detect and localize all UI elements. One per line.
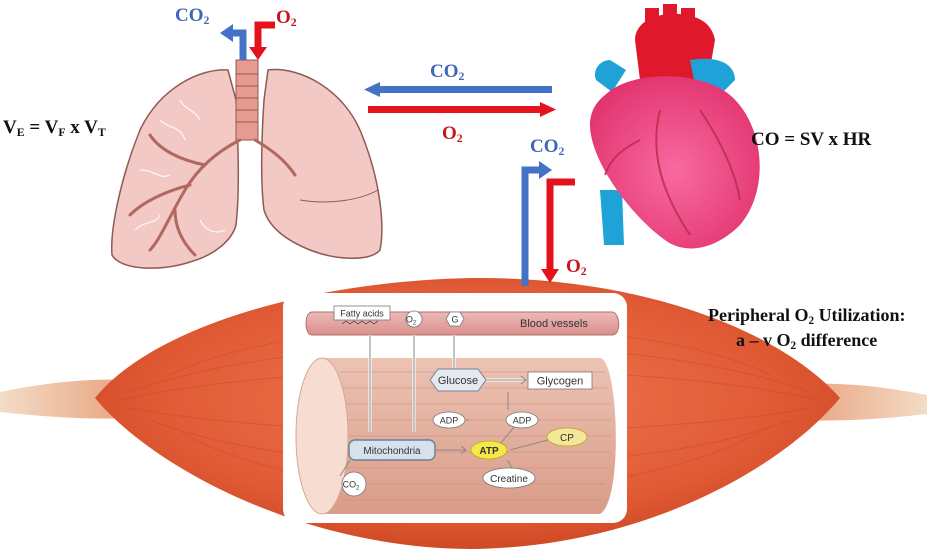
heart-co2-arrow — [521, 161, 552, 286]
g-label: G — [451, 315, 458, 325]
inset-co2-label: CO2 — [343, 480, 361, 492]
glycogen-label: Glycogen — [537, 376, 583, 388]
exchange-co2-label: CO2 — [430, 61, 465, 83]
fatty-acids-label: Fatty acids — [340, 309, 384, 319]
atp-label: ATP — [479, 446, 499, 457]
muscle-cell-diagram: Fatty acids O2 G Blood vessels Glucose G… — [283, 293, 627, 523]
heart-co2-label: CO2 — [530, 136, 565, 158]
peripheral-utilization-line1: Peripheral O2 Utilization: — [708, 305, 906, 327]
inset-o2-label: O2 — [406, 315, 417, 327]
left-tendon — [0, 379, 130, 419]
ventilation-equation: VE = VF x VT — [3, 117, 106, 139]
fiber-cross-section — [295, 357, 349, 515]
lung-co2-label: CO2 — [175, 5, 210, 27]
lung-o2-label: O2 — [276, 7, 297, 29]
cp-label: CP — [560, 433, 574, 444]
adp-left-label: ADP — [440, 416, 459, 426]
exchange-co2-arrow — [364, 82, 552, 97]
adp-right-label: ADP — [513, 416, 532, 426]
vena-cava — [594, 60, 626, 92]
blood-vessels-label: Blood vessels — [520, 318, 588, 330]
exchange-o2-label: O2 — [442, 123, 463, 145]
exchange-o2-arrow — [368, 102, 556, 117]
bronchial-tree — [128, 133, 297, 257]
lung-o2-arrow — [249, 21, 275, 60]
mitochondria-label: Mitochondria — [363, 446, 421, 457]
trachea — [235, 59, 259, 141]
left-lung — [110, 69, 240, 269]
heart-o2-arrow — [541, 178, 575, 283]
glucose-label: Glucose — [438, 375, 478, 387]
lung-co2-arrow — [220, 24, 247, 60]
creatine-label: Creatine — [490, 474, 528, 485]
peripheral-utilization-line2: a – v O2 difference — [736, 330, 878, 352]
cardiac-output-equation: CO = SV x HR — [751, 129, 872, 150]
right-lung — [260, 68, 383, 259]
lungs-illustration — [110, 59, 383, 269]
heart-o2-label: O2 — [566, 256, 587, 278]
heart-body — [590, 76, 760, 249]
heart-illustration — [590, 4, 760, 249]
